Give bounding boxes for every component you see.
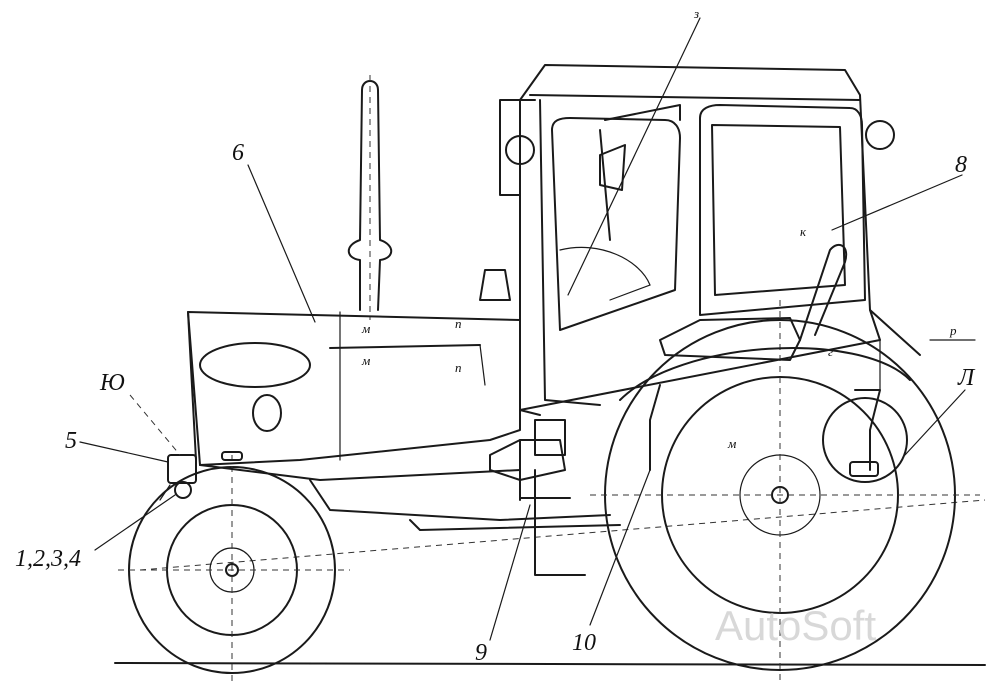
marker-p2: п <box>455 360 462 375</box>
front-wheel <box>118 455 350 685</box>
leader-l <box>904 389 966 456</box>
callout-5: 5 <box>65 428 77 454</box>
marker-g: г <box>828 344 833 359</box>
rear-wheel <box>590 300 980 685</box>
callout-1234: 1,2,3,4 <box>15 546 81 572</box>
exhaust-pipe <box>347 75 393 320</box>
air-intake <box>479 269 511 301</box>
marker-p1: п <box>455 316 462 331</box>
callout-9: 9 <box>475 640 487 666</box>
marker-k: к <box>800 224 807 239</box>
leader-5 <box>79 441 169 463</box>
callout-6: 6 <box>232 140 244 166</box>
callout-10: 10 <box>572 630 596 656</box>
rear-harness <box>649 339 908 483</box>
leader-9 <box>489 504 531 641</box>
marker-m1: м <box>361 321 370 336</box>
watermark: AutoSoft <box>715 602 876 649</box>
callout-top: з <box>693 6 699 21</box>
callout-yu: Ю <box>99 370 125 396</box>
callout-8: 8 <box>955 152 967 178</box>
leader-8 <box>831 174 963 231</box>
marker-r: р <box>949 323 957 338</box>
leader-6 <box>247 164 316 323</box>
leader-top <box>567 17 701 296</box>
front-connector <box>159 454 197 501</box>
leader-1234 <box>94 494 176 551</box>
drivetrain <box>489 419 586 576</box>
cab <box>499 64 921 416</box>
marker-m3: м <box>727 436 736 451</box>
axis-line <box>139 499 986 571</box>
leader-10 <box>589 469 651 626</box>
ground-line <box>114 662 986 666</box>
callout-l: Л <box>957 365 976 391</box>
marker-m2: м <box>361 353 370 368</box>
leader-yu <box>129 394 181 456</box>
